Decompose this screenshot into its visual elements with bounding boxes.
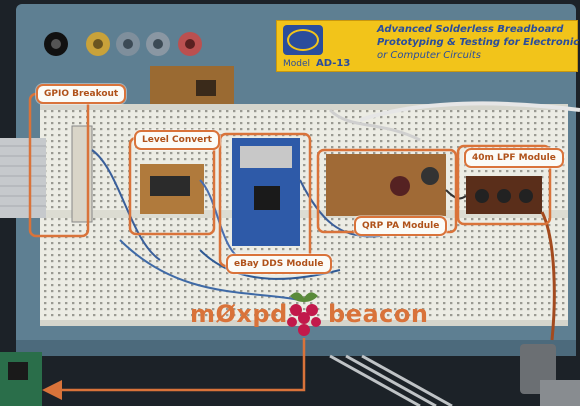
sign-line-1: Advanced Solderless Breadboard [377,24,564,35]
label-qrp-pa-module: QRP PA Module [354,216,448,236]
arrow [42,338,306,400]
caption-callsign: mØxpd [190,300,288,328]
label-lpf-module: 40m LPF Module [464,148,564,168]
lpf-box [456,144,552,226]
binding-posts [44,32,202,56]
manufacturer-logo [283,25,323,55]
sign-model-number: AD-13 [316,58,351,69]
label-level-convert: Level Convert [134,130,220,150]
sign-model-label: Model [283,59,311,69]
manufacturer-sign: Advanced Solderless Breadboard Prototypi… [276,20,580,72]
label-gpio-breakout: GPIO Breakout [36,84,127,104]
sign-line-3: or Computer Circuits [377,50,481,61]
raspberry-pi-logo-icon [287,292,321,336]
sign-line-2: Prototyping & Testing for Electronic [377,37,580,48]
ribbon-cable [0,138,46,218]
label-dds-module: eBay DDS Module [226,254,332,274]
base-board-edge [16,340,576,356]
bottom-cable [329,354,453,406]
sign-model: Model AD-13 [283,58,350,69]
top-pcb [150,66,234,104]
qrp-module [326,154,446,216]
caption-beacon: beacon [328,300,429,328]
